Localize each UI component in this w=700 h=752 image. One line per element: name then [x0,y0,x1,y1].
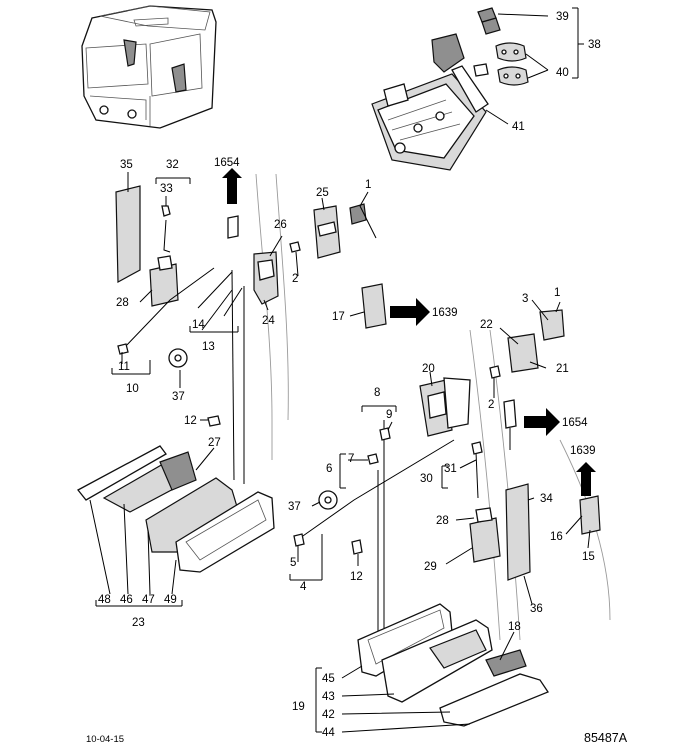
part-label-6: 6 [326,463,332,475]
part-label-8: 8 [374,387,380,399]
left-door-lock-mechanism [115,173,367,484]
part-label-2-right: 2 [488,399,494,411]
part-label-4: 4 [300,581,307,593]
ref-label-1654-left: 1654 [214,157,240,169]
part-label-48: 48 [98,594,111,606]
part-label-19: 19 [292,701,305,713]
part-label-39: 39 [556,11,569,23]
part-label-42: 42 [322,709,335,721]
steering-lock-assembly [371,7,529,171]
part-label-1-top: 1 [365,179,371,191]
part-label-17: 17 [332,311,345,323]
part-label-14: 14 [192,319,205,331]
leader-lines [89,7,591,733]
part-label-29: 29 [424,561,437,573]
part-label-33: 33 [160,183,173,195]
part-label-45: 45 [322,673,335,685]
part-label-43: 43 [322,691,335,703]
part-labels: 39 38 40 41 35 32 1654 33 25 1 26 2 28 2… [98,11,601,739]
part-label-7: 7 [348,453,354,465]
part-label-24: 24 [262,315,275,327]
part-label-10: 10 [126,383,139,395]
part-label-3: 3 [522,293,528,305]
part-label-22: 22 [480,319,493,331]
part-label-16: 16 [550,531,563,543]
figure-reference: 85487A [584,731,628,745]
part-label-28-left: 28 [116,297,129,309]
arrow-right-1654 [524,408,560,436]
part-label-37-right: 37 [288,501,301,513]
part-label-2-top: 2 [292,273,298,285]
part-label-25: 25 [316,187,329,199]
part-label-13: 13 [202,341,215,353]
part-label-9: 9 [386,409,392,421]
arrow-up-1639 [576,462,596,496]
arrow-up-1654 [222,168,242,204]
part-label-15: 15 [582,551,595,563]
ref-label-1639-bottom: 1639 [570,445,596,457]
reference-arrows [222,168,596,496]
figure-date: 10-04-15 [86,734,125,745]
part-label-36: 36 [530,603,543,615]
part-label-27: 27 [208,437,221,449]
part-label-34: 34 [540,493,553,505]
part-label-47: 47 [142,594,155,606]
part-label-5: 5 [290,557,296,569]
part-label-35: 35 [120,159,133,171]
part-label-31: 31 [444,463,457,475]
part-label-1-right: 1 [554,287,560,299]
right-door-lock-mechanism [293,283,611,641]
part-label-44: 44 [322,727,335,739]
part-label-20: 20 [422,363,435,375]
left-outer-handle [77,445,275,573]
part-label-11: 11 [118,361,130,373]
part-label-12-right: 12 [350,571,363,583]
part-label-26: 26 [274,219,287,231]
truck-cab-thumbnail [81,5,217,129]
part-label-23: 23 [132,617,145,629]
part-label-18: 18 [508,621,521,633]
part-label-32: 32 [166,159,179,171]
part-label-12-left: 12 [184,415,197,427]
right-outer-handle [357,603,549,727]
ref-label-1654-right: 1654 [562,417,588,429]
part-label-38: 38 [588,39,601,51]
ref-label-1639-top: 1639 [432,307,458,319]
arrow-right-1639 [390,298,430,326]
part-label-30: 30 [420,473,433,485]
part-label-37-left: 37 [172,391,185,403]
part-label-40: 40 [556,67,569,79]
part-label-28-right: 28 [436,515,449,527]
part-label-46: 46 [120,594,133,606]
part-label-49: 49 [164,594,177,606]
part-label-21: 21 [556,363,569,375]
part-label-41: 41 [512,121,525,133]
